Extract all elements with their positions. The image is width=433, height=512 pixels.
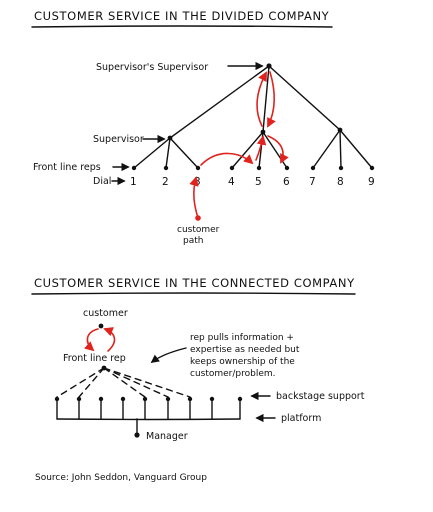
rep-node-9 — [369, 165, 375, 171]
customer-to-rep-arrow — [84, 328, 99, 352]
customer-path-arrows — [189, 71, 289, 221]
rep-node-1 — [131, 165, 137, 171]
connected-company-section: CUSTOMER SERVICE IN THE CONNECTED COMPAN… — [31, 276, 365, 442]
rep-to-customer-arrow — [103, 327, 116, 352]
branch-rep-1 — [133, 137, 171, 169]
branch-rep-8 — [339, 129, 342, 169]
divided-title-underline — [31, 25, 333, 28]
customer-path-arrow-to-6 — [267, 135, 289, 164]
rep-node-6 — [284, 165, 290, 171]
platform-label: platform — [281, 413, 321, 424]
dash-line-1 — [56, 367, 105, 398]
customer-node — [98, 323, 104, 329]
branch-rep-7 — [312, 129, 341, 169]
dial-number-8: 8 — [337, 176, 344, 188]
platform-verticals — [56, 398, 241, 420]
customer-path-arrow-back-down — [267, 71, 276, 128]
connected-customer-label: customer — [83, 308, 128, 319]
backstage-support-label: backstage support — [276, 391, 365, 402]
dial-number-4: 4 — [228, 176, 235, 188]
front-line-reps-label: Front line reps — [33, 162, 101, 173]
branch-rep-3 — [169, 137, 199, 169]
tree-branch-middle — [262, 65, 270, 133]
supervisors-supervisor-label: Supervisor's Supervisor — [96, 62, 208, 73]
front-line-rep-label: Front line rep — [63, 353, 126, 364]
dash-line-5 — [103, 367, 191, 398]
customer-path-label-1: customer — [177, 225, 220, 235]
dial-number-5: 5 — [255, 176, 262, 188]
customer-path-arrow-to-5 — [200, 152, 254, 166]
tree-branch-right — [268, 65, 341, 131]
rep-node-5 — [256, 165, 262, 171]
rep-node-7 — [310, 165, 316, 171]
manager-label: Manager — [146, 431, 188, 442]
dash-line-2 — [78, 367, 105, 398]
dial-number-7: 7 — [309, 176, 316, 188]
manager-node — [134, 432, 140, 438]
dial-number-6: 6 — [283, 176, 290, 188]
rep-node-3 — [195, 165, 201, 171]
customer-path-label-2: path — [183, 236, 203, 246]
dial-label: Dial — [93, 176, 111, 187]
platform-bar — [56, 418, 241, 421]
branch-rep-4 — [231, 131, 264, 169]
tree-branch-left — [169, 65, 270, 139]
connected-note-line-1: rep pulls information + — [190, 333, 294, 343]
source-citation: Source: John Seddon, Vanguard Group — [35, 473, 207, 483]
dash-line-4 — [103, 367, 169, 398]
connected-note-line-3: keeps ownership of the — [190, 357, 295, 367]
branch-rep-9 — [339, 129, 373, 169]
rep-node-8 — [338, 165, 344, 171]
rep-node-2 — [163, 165, 169, 171]
branch-rep-6 — [262, 131, 288, 169]
connected-note-line-4: customer/problem. — [190, 369, 276, 379]
customer-path-arrow-to-supervisor — [255, 135, 267, 161]
connected-title-underline — [31, 292, 356, 295]
divided-title: CUSTOMER SERVICE IN THE DIVIDED COMPANY — [34, 9, 330, 23]
note-arrow — [150, 347, 187, 364]
customer-path-arrow-to-top — [256, 71, 267, 127]
rep-node-4 — [229, 165, 235, 171]
supervisor-label: Supervisor — [93, 134, 144, 145]
dial-number-2: 2 — [162, 176, 169, 188]
divided-company-section: CUSTOMER SERVICE IN THE DIVIDED COMPANY … — [31, 9, 375, 246]
dash-line-3 — [103, 367, 146, 398]
connected-note-line-2: expertise as needed but — [190, 345, 300, 355]
dial-number-9: 9 — [368, 176, 375, 188]
dial-number-1: 1 — [130, 176, 137, 188]
backstage-support-nodes — [54, 396, 243, 402]
branch-rep-2 — [165, 137, 171, 169]
connected-title: CUSTOMER SERVICE IN THE CONNECTED COMPAN… — [34, 276, 355, 290]
customer-path-arrow-up — [189, 176, 199, 219]
